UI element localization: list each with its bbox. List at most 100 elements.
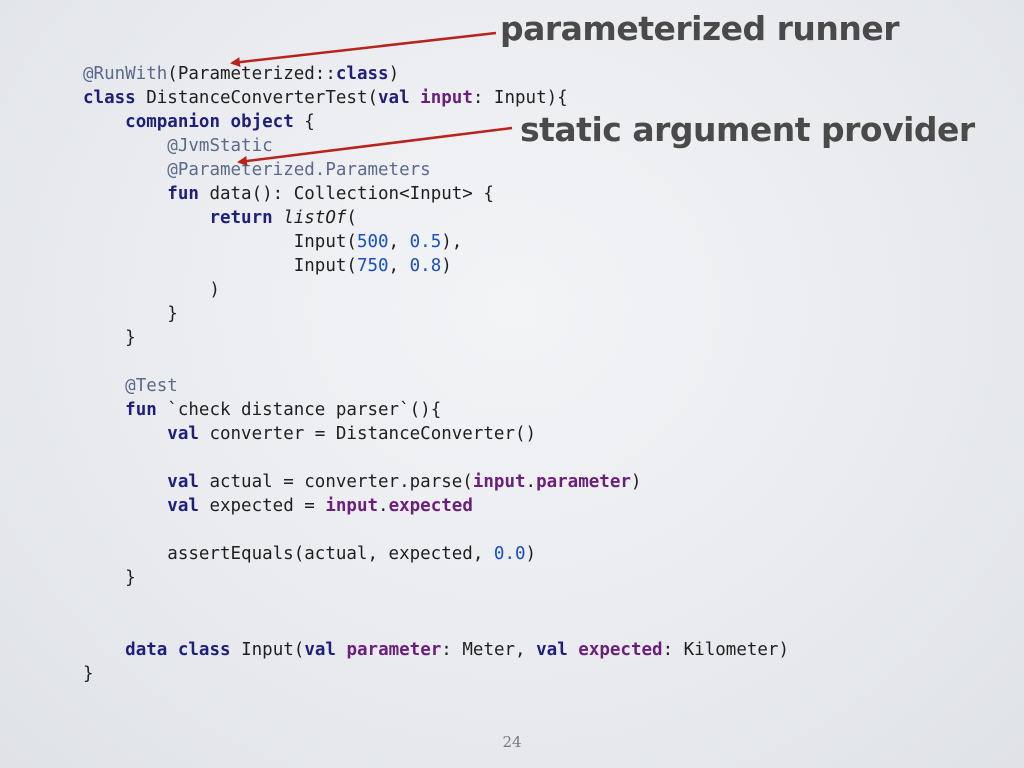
code-line: class DistanceConverterTest(val input: I… xyxy=(83,86,789,110)
code-token: . xyxy=(525,472,537,492)
code-token xyxy=(83,160,167,180)
code-token: fun xyxy=(167,184,199,204)
code-token xyxy=(83,496,167,516)
code-token xyxy=(83,640,125,660)
code-token: Input( xyxy=(230,640,305,660)
callout-static-argument-provider: static argument provider xyxy=(520,110,975,149)
code-token: actual = converter.parse( xyxy=(198,472,473,492)
code-line: data class Input(val parameter: Meter, v… xyxy=(83,638,789,662)
code-token xyxy=(273,208,284,228)
code-line: return listOf( xyxy=(83,206,789,230)
code-token xyxy=(83,136,167,156)
code-token: (Parameterized:: xyxy=(167,64,336,84)
code-token: fun xyxy=(125,400,157,420)
code-token: Input( xyxy=(83,232,357,252)
code-token: input xyxy=(420,88,473,108)
code-token: : Kilometer) xyxy=(662,640,790,660)
code-line: assertEquals(actual, expected, 0.0) xyxy=(83,542,789,566)
code-token: Input( xyxy=(83,256,357,276)
code-token: class xyxy=(83,88,136,108)
code-token xyxy=(220,112,231,132)
code-token: data(): Collection<Input> { xyxy=(198,184,494,204)
code-token: companion xyxy=(125,112,220,132)
code-line xyxy=(83,518,789,542)
code-line: Input(750, 0.8) xyxy=(83,254,789,278)
code-token: ( xyxy=(346,208,357,228)
code-token: input xyxy=(325,496,379,516)
code-token: : Meter, xyxy=(441,640,537,660)
callout-parameterized-runner: parameterized runner xyxy=(500,9,900,48)
code-token: 0.0 xyxy=(493,544,526,564)
code-token: @RunWith xyxy=(83,64,168,84)
code-token: data xyxy=(125,640,168,660)
code-token xyxy=(83,376,125,396)
code-token: class xyxy=(177,640,231,660)
code-line: } xyxy=(83,326,789,350)
code-line: @RunWith(Parameterized::class) xyxy=(83,62,789,86)
code-token: , xyxy=(388,256,410,276)
code-line: val converter = DistanceConverter() xyxy=(83,422,789,446)
code-token: expected xyxy=(578,640,663,660)
code-line: } xyxy=(83,302,789,326)
code-token: ) xyxy=(83,280,220,300)
code-token: ) xyxy=(388,64,400,84)
code-line xyxy=(83,446,789,470)
code-token xyxy=(83,112,125,132)
code-token xyxy=(167,640,178,660)
code-token: object xyxy=(230,112,294,132)
code-token: , xyxy=(388,232,410,252)
code-token: @JvmStatic xyxy=(167,136,273,156)
code-token: } xyxy=(83,304,178,324)
code-line: val expected = input.expected xyxy=(83,494,789,518)
code-token xyxy=(83,184,167,204)
code-token: input xyxy=(472,472,526,492)
code-token: `check distance parser`(){ xyxy=(156,400,442,420)
code-token xyxy=(83,424,167,444)
code-token: val xyxy=(167,472,199,492)
code-token: listOf xyxy=(283,208,347,228)
code-token: 0.5 xyxy=(409,232,442,252)
code-line: } xyxy=(83,662,789,686)
code-line xyxy=(83,614,789,638)
code-token: converter = DistanceConverter() xyxy=(198,424,537,444)
code-token: val xyxy=(536,640,568,660)
code-block: @RunWith(Parameterized::class)class Dist… xyxy=(83,62,789,686)
code-token: @Test xyxy=(125,376,178,396)
code-line xyxy=(83,350,789,374)
code-token xyxy=(336,640,347,660)
code-token: 0.8 xyxy=(409,256,442,276)
code-line: } xyxy=(83,566,789,590)
code-token: expected = xyxy=(198,496,326,516)
code-token: DistanceConverterTest( xyxy=(135,88,379,108)
code-token: 500 xyxy=(356,232,389,252)
code-token xyxy=(83,208,209,228)
code-token: 750 xyxy=(356,256,389,276)
code-token xyxy=(83,472,167,492)
code-token: parameter xyxy=(536,472,631,492)
code-line: @Test xyxy=(83,374,789,398)
code-token: val xyxy=(167,424,199,444)
code-token: ) xyxy=(441,256,452,276)
code-token: val xyxy=(167,496,199,516)
code-line: ) xyxy=(83,278,789,302)
code-line: val actual = converter.parse(input.param… xyxy=(83,470,789,494)
code-token: val xyxy=(304,640,336,660)
code-token: ), xyxy=(441,232,463,252)
code-token: } xyxy=(83,568,136,588)
code-token: class xyxy=(335,64,389,84)
code-token: parameter xyxy=(346,640,442,660)
code-token: val xyxy=(378,88,410,108)
code-token: ) xyxy=(630,472,642,492)
code-token: : Input){ xyxy=(472,88,568,108)
code-line: fun `check distance parser`(){ xyxy=(83,398,789,422)
arrow-to-runwith xyxy=(230,31,497,68)
code-line xyxy=(83,590,789,614)
code-token: assertEquals(actual, expected, xyxy=(83,544,494,564)
code-token: @Parameterized.Parameters xyxy=(167,160,431,180)
code-token: expected xyxy=(388,496,473,516)
code-line: @Parameterized.Parameters xyxy=(83,158,789,182)
code-token: { xyxy=(293,112,315,132)
code-token: return xyxy=(209,208,273,228)
code-token: . xyxy=(378,496,389,516)
